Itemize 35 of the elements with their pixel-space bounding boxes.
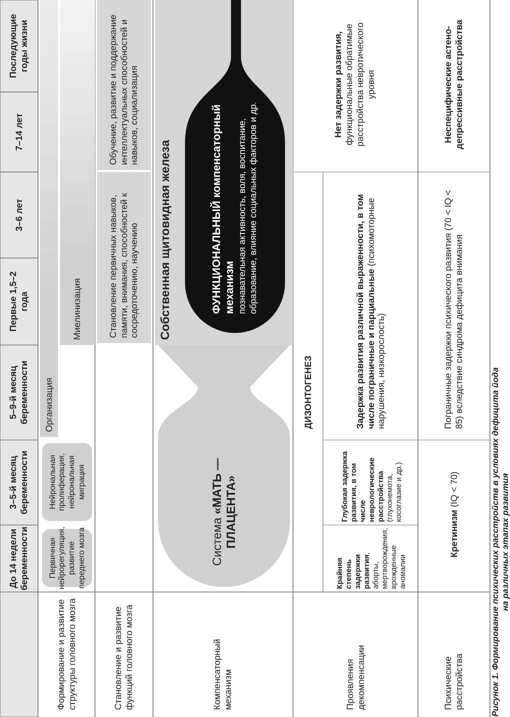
table-cell-text: Задержка развития различной выраженности, в том числе пограничные и парциальные (психомоторные нарушения, низкорослость) — [354, 193, 388, 429]
process-box — [42, 529, 92, 587]
row-label: Формирование и развитие структуры головного мозга — [56, 598, 78, 710]
column-header: До 14 недели беременности — [8, 526, 30, 590]
shape-text: Миелинизация — [72, 278, 83, 340]
shape-text: Нейрональная пролиферация, нейрональная миграция — [48, 452, 86, 513]
column-header: Первые 1,5–2 года — [8, 270, 30, 334]
row-label: Психические расстройства — [443, 652, 465, 710]
system-shape — [158, 345, 290, 587]
table-cell-text: Нет задержки развития, функциональные обратимые расстройства невротического уровня — [333, 21, 377, 149]
shape-text: Обучение, развитие и поддержание интеллектуальных способностей и навыков, социализация — [108, 14, 140, 165]
table-cell-text: Неспецифические астено-депрессивные расстройства — [443, 18, 465, 152]
shape-text: Становление первичных навыков, памяти, внимания, способностей к сосредоточению, научению — [108, 192, 140, 338]
column-header: 3–6 лет — [14, 198, 24, 232]
row-label: Компенсаторный механизм — [212, 638, 234, 710]
column-header: 5–9-й месяц беременности — [8, 360, 30, 426]
column-header: 3–5-й месяц беременности — [8, 450, 30, 516]
column-header: 7–14 лет — [14, 113, 24, 151]
shape-heading: ФУНКЦИОНАЛЬНЫЙ компенсаторный механизм — [211, 103, 238, 314]
stage-band — [60, 0, 95, 345]
shape-text: Организация — [44, 378, 54, 432]
process-box — [42, 443, 92, 521]
shape-text: Первичная нейрорегуляция, развитие переднего мозга — [48, 526, 86, 590]
row-label: Становление и развитие функций головного мозга — [113, 604, 135, 710]
table-cell-text: Кретинизм (IQ < 70) — [448, 472, 460, 558]
process-box — [97, 172, 151, 343]
figure-caption: Рисунок 1. Формирование психических расстройств в условиях дефицита йода на различных этапах развития — [490, 367, 510, 717]
row-label: Проявления декомпенсации — [344, 644, 366, 710]
shape-text: познавательная активность, воля, воспитание, образование, влияние социальных факторов и др. — [237, 100, 259, 314]
mechanism-band — [155, 0, 293, 345]
section-heading: ДИЗОНТОГЕНЕЗ — [302, 356, 314, 429]
column-header: Последующие годы жизни — [8, 12, 30, 80]
band-heading: Собственная щитовидная железа — [158, 140, 172, 340]
stage-band — [40, 0, 58, 437]
process-box — [97, 0, 151, 170]
